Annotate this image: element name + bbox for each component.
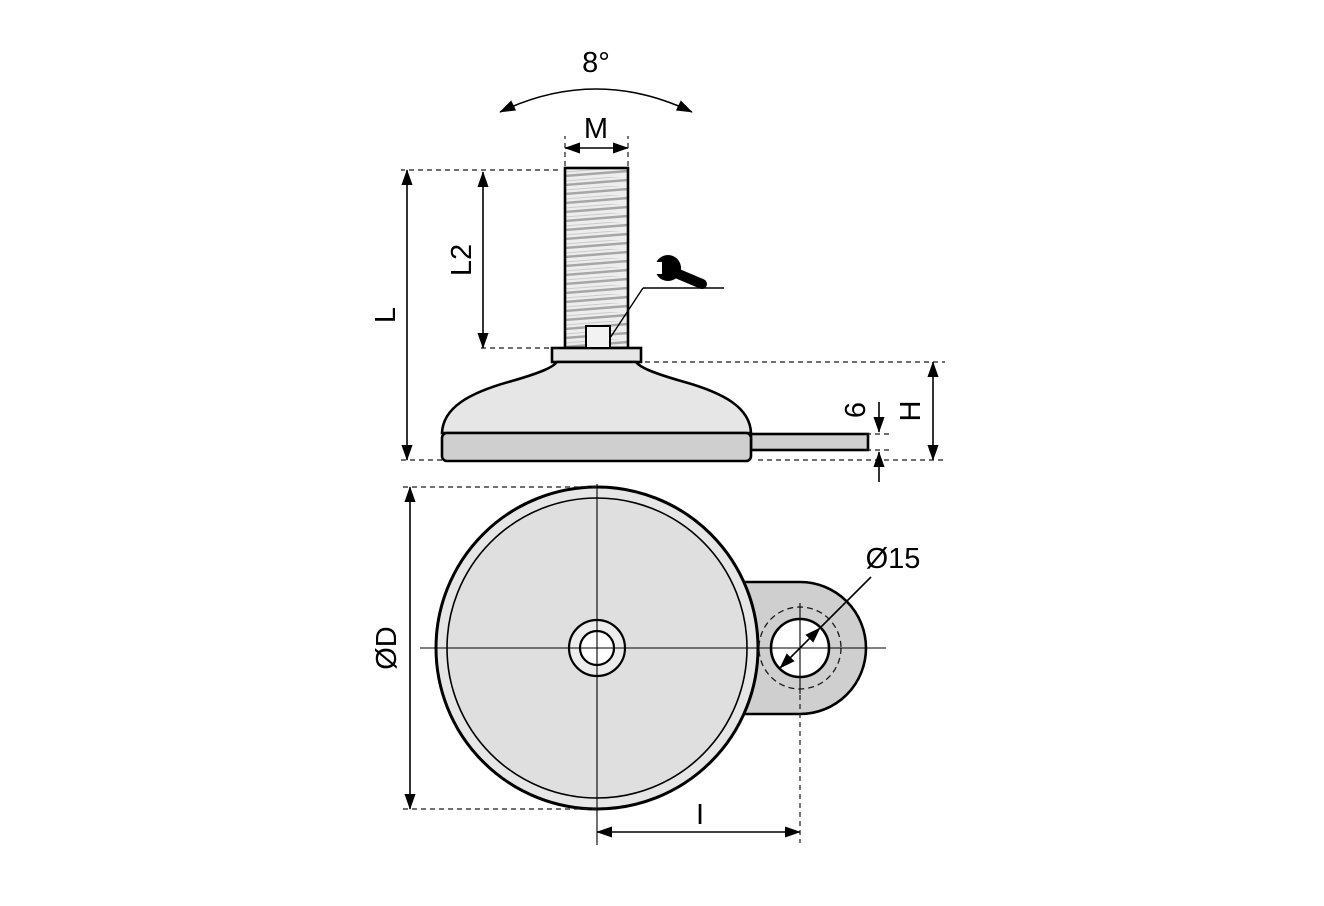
top-extension-lines — [402, 486, 801, 843]
label-tab-hole-offset: I — [696, 799, 704, 831]
mounting-tab-side — [749, 432, 870, 452]
label-thread-length: L2 — [446, 244, 478, 276]
label-tab-thickness: 6 — [840, 402, 872, 418]
label-overall-height: L — [370, 307, 402, 323]
base-bottom-side — [440, 431, 753, 463]
threaded-stud — [563, 166, 630, 350]
dim-tab-thickness: 6 — [840, 402, 885, 482]
side-extension-lines — [401, 136, 945, 461]
dim-swivel-angle: 8° — [499, 47, 693, 113]
dim-tab-hole-offset: I — [596, 799, 801, 838]
wrench-leader-lines — [609, 287, 724, 339]
label-base-diameter: ØD — [371, 626, 403, 670]
dim-thread-length: L2 — [446, 171, 489, 349]
top-view: ØD Ø15 I — [371, 484, 920, 845]
wrench-flat — [585, 325, 611, 349]
dim-base-diameter: ØD — [371, 486, 416, 810]
dim-tab-hole-diameter: Ø15 — [779, 543, 921, 669]
side-view: 8° M L2 L 6 H — [370, 47, 945, 482]
base-body-side — [440, 360, 753, 435]
dim-base-height: H — [895, 361, 939, 461]
wrench-icon — [646, 255, 707, 289]
label-tab-hole-diameter: Ø15 — [866, 543, 921, 575]
dim-overall-height: L — [370, 169, 413, 461]
label-swivel-angle: 8° — [582, 47, 610, 79]
label-base-height: H — [895, 401, 927, 422]
stud-collar — [550, 346, 643, 364]
dim-thread-size: M — [564, 113, 629, 154]
label-thread-size: M — [584, 113, 608, 145]
